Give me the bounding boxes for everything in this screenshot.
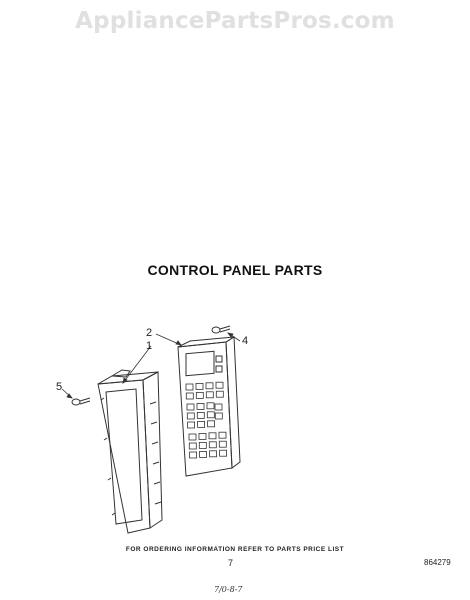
keypad-key [189,451,198,459]
control-panel-frame[interactable] [97,369,163,534]
keypad-key [219,449,228,457]
keypad-key [198,441,207,449]
callout-5: 5 [56,381,63,393]
callout-1: 1 [146,340,153,352]
keypad-key [215,381,224,389]
ordering-note: FOR ORDERING INFORMATION REFER TO PARTS … [125,546,345,553]
keypad-key [196,411,205,419]
watermark: AppliancePartsPros.com [75,8,395,34]
keypad-key [214,403,223,411]
keypad-key [198,432,207,440]
screw-part-5[interactable] [71,397,91,406]
callout-2: 2 [146,327,153,339]
keypad-key [188,442,197,450]
page-title: CONTROL PANEL PARTS [147,262,323,278]
callout-4: 4 [242,335,249,347]
keypad-key [205,391,214,399]
keypad-key [187,421,196,429]
keypad-key [206,411,215,419]
keypad-key [196,402,205,410]
keypad-key [208,441,217,449]
keypad-key [205,382,214,390]
keypad-key [199,450,208,458]
keypad-key [218,431,227,439]
keypad-key [195,391,204,399]
keypad-key [186,403,195,411]
keypad-key [197,420,206,428]
screw-part-4[interactable] [211,325,231,334]
keypad-key [208,432,217,440]
keypad-key [185,383,194,391]
keypad-key [206,402,215,410]
keypad-buttons [185,381,228,459]
keypad-panel[interactable] [177,336,241,477]
leader-lines [61,332,241,399]
keypad-key [215,390,224,398]
page-number: 7 [228,558,234,568]
keypad-key [214,412,223,420]
keypad-key [218,440,227,448]
keypad-key [185,392,194,400]
keypad-key [188,433,197,441]
keypad-key [186,412,195,420]
keypad-key [207,420,216,428]
document-code: 864279 [424,558,451,567]
handwritten-note: 7/0-8-7 [214,585,243,594]
keypad-key [195,382,204,390]
keypad-key [209,450,218,458]
